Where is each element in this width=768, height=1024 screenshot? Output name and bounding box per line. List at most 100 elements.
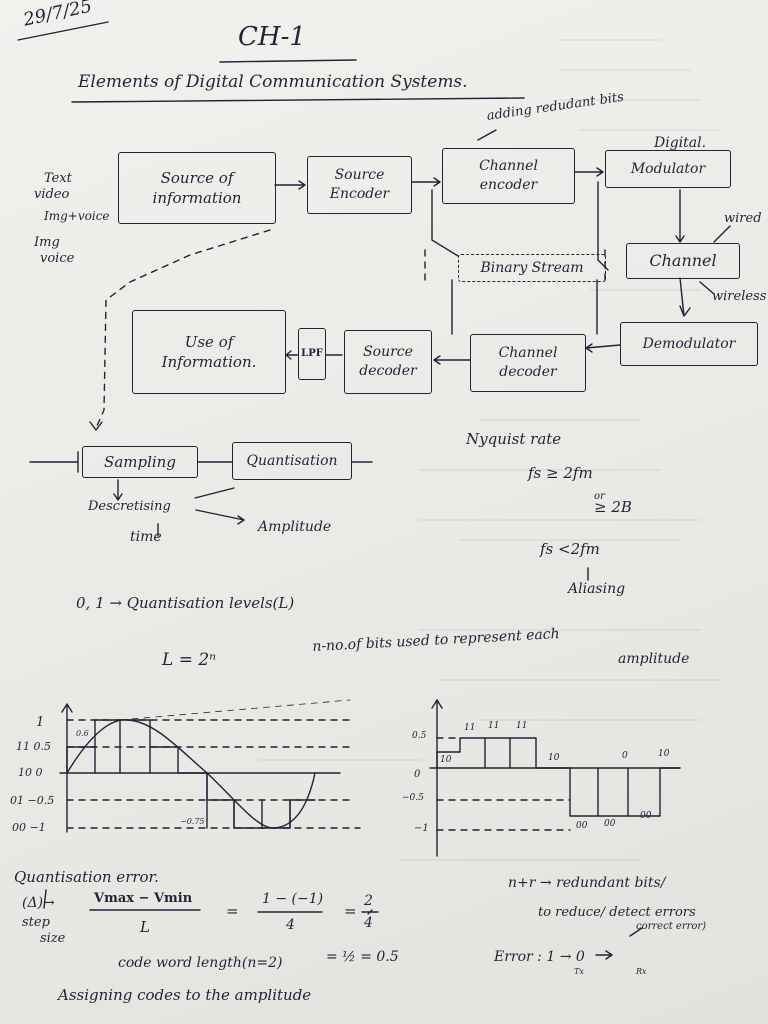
right-code-5: 10 [548,753,560,763]
arrow-wired [713,225,731,243]
right-graph-y-axis [431,699,443,857]
reduce-errors-note: to reduce/ detect errors [538,905,696,920]
error-line: Error : 1 → 0 [494,949,585,965]
arrow-demod-to-channel-decoder [585,343,621,353]
equals-2: = [344,902,357,920]
fraction-numerator: 1 − (−1) [262,891,324,907]
arrow-wireless-2 [699,281,715,295]
right-code-bottom-3: 00 [640,811,652,821]
right-code-7: 10 [658,749,670,759]
inputs-label-video: video [34,187,70,202]
right-staircase [436,737,681,817]
left-y-label-5: 00 −1 [12,821,46,834]
or-label: or [594,491,605,502]
binary-stream-block: Binary Stream [458,254,606,282]
channel-block: Channel [626,243,740,279]
assigning-codes-note: Assigning codes to the amplitude [58,986,312,1004]
left-y-label-3: 10 0 [18,766,43,779]
discretising-label: Descretising [88,499,171,514]
title-underline [71,97,525,103]
page-title: Elements of Digital Communication System… [78,72,468,92]
left-y-label-4: 01 −0.5 [10,794,55,807]
correct-error-note: correct error) [636,921,707,932]
aliasing-label: Aliasing [568,581,626,597]
quantisation-levels-note: 0, 1 → Quantisation levels(L) [76,594,295,612]
fs-condition-3: fs <2fm [540,540,600,558]
half-value: = ½ = 0.5 [326,949,399,965]
size-label: size [40,931,66,946]
arrow-channel-decoder-to-source-decoder [433,355,471,365]
right-code-bottom-2: 00 [604,819,616,829]
fraction-denominator: 4 [286,917,295,933]
right-code-6: 0 [622,751,628,761]
sampling-text: Sampling [104,452,176,471]
right-y-label-1: 0.5 [412,731,427,741]
inputs-label-text: Text [44,171,72,186]
left-sine-curve [66,719,316,829]
right-code-3: 11 [488,721,500,731]
arrow-encoder-to-channel-encoder [411,177,441,187]
digital-label: Digital. [654,135,707,151]
result-numerator: 2 [364,893,373,909]
arrow-lpf-to-use [285,350,299,360]
fs-condition-1: fs ≥ 2fm [528,464,593,482]
quantisation-text: Quantisation [246,452,338,469]
levels-formula-note-2: amplitude [618,651,690,667]
right-y-label-2: 0 [414,769,421,780]
chapter-underline [219,59,357,63]
vmax-vmin-numerator: Vmax − Vmin [94,891,193,906]
inputs-label-img: Img [34,235,60,250]
demodulator-block: Demodulator [620,322,758,366]
lpf-block: LPF [298,328,326,380]
demodulator-text: Demodulator [642,335,736,352]
step-label: step [22,915,50,930]
levels-formula: L = 2ⁿ [162,650,217,670]
quantisation-block: Quantisation [232,442,352,480]
arrow-source-to-encoder [274,180,306,190]
nyquist-rate-label: Nyquist rate [466,430,562,448]
binary-stream-text: Binary Stream [480,259,584,276]
equals-1: = [226,902,239,920]
modulator-block: Modulator [605,150,731,188]
right-code-2: 11 [464,723,476,733]
code-word-length: code word length(n=2) [118,955,283,971]
redundant-bits-note: n+r → redundant bits/ [508,875,666,891]
tx-label: Tx [574,967,584,976]
left-staircase [66,719,316,829]
left-annotation-075: −0.75 [180,817,205,826]
rx-label: Rx [636,967,647,976]
right-code-bottom-1: 00 [576,821,588,831]
lpf-text: LPF [301,348,323,360]
adding-arrow [477,129,497,141]
quantisation-error-heading: Quantisation error. [14,868,159,886]
modulator-text: Modulator [630,160,706,177]
fs-condition-2: ≥ 2B [594,498,632,516]
channel-text: Channel [649,251,717,271]
wireless-label: wireless [712,289,767,304]
l-denominator: L [140,918,150,936]
left-annotation-06: 0.6 [76,729,89,738]
wired-label: wired [724,211,762,226]
delta-label: (Δ)→ [22,895,55,911]
chapter-title: CH-1 [238,22,306,52]
arrow-modulator-to-channel [675,189,685,243]
right-y-label-3: −0.5 [402,793,424,803]
time-label: time [130,529,162,545]
inputs-label-img-voice: Img+voice [44,209,110,223]
amplitude-label: Amplitude [258,519,332,535]
right-code-4: 11 [516,721,528,731]
